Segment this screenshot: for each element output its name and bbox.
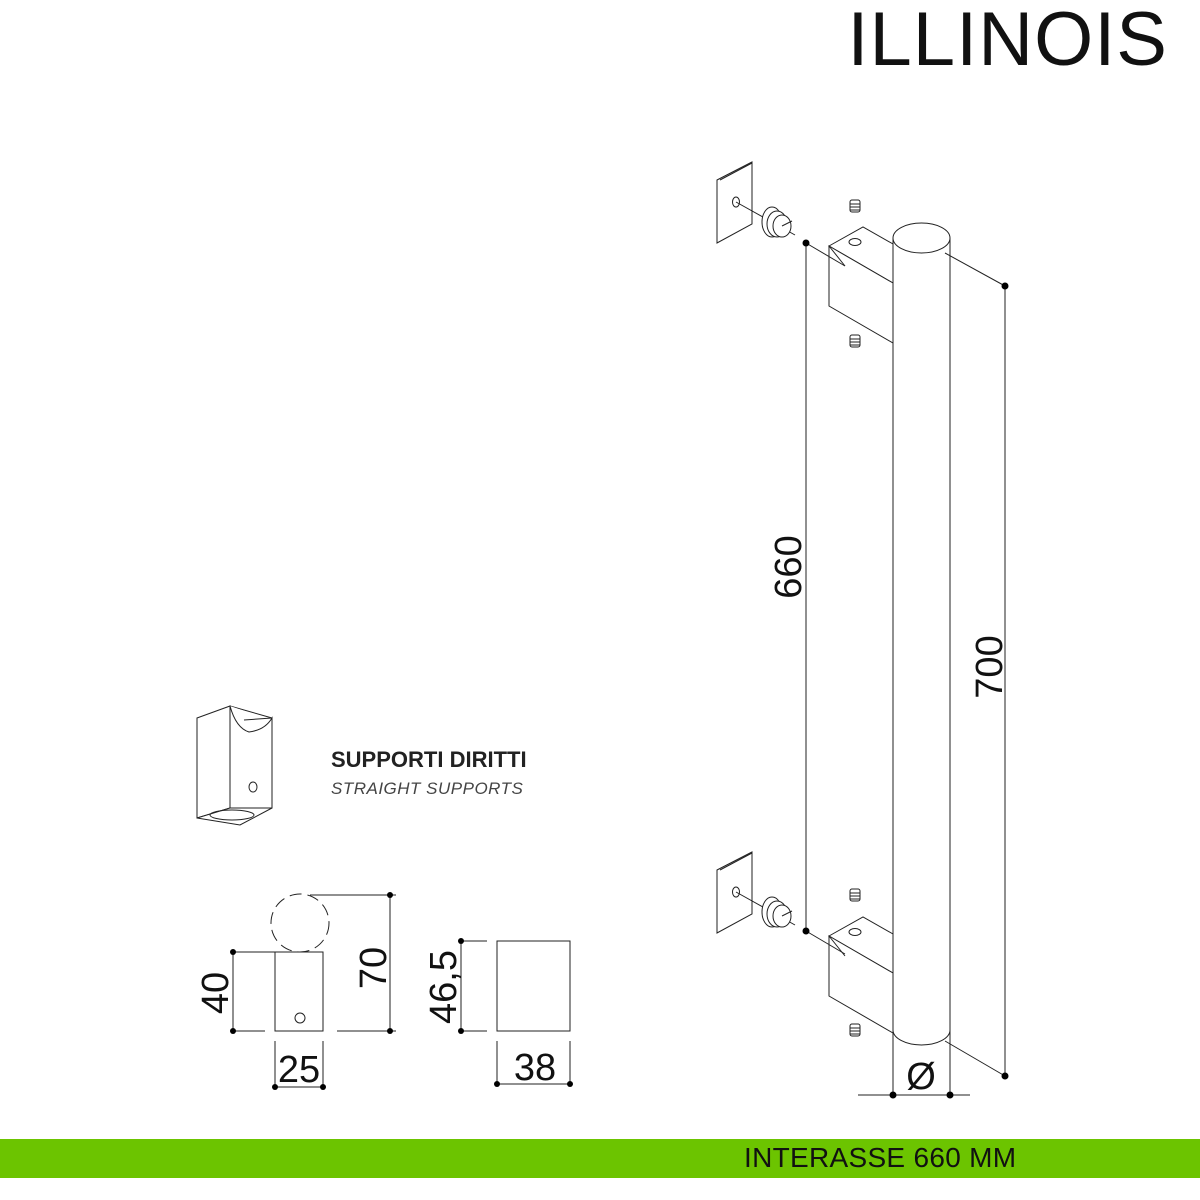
handle-tube (892, 222, 951, 1046)
dimension-660: 660 (768, 239, 846, 955)
support-side-view: 40 70 25 (195, 892, 396, 1091)
support-isometric-icon (196, 705, 273, 826)
bracket-bottom (828, 916, 894, 1034)
wall-plate-top (716, 161, 796, 244)
bracket-top (828, 226, 894, 344)
dimension-label: 38 (514, 1047, 556, 1089)
dimension-label: 70 (353, 947, 395, 989)
supports-subtitle: STRAIGHT SUPPORTS (331, 779, 524, 798)
grub-screw-icon (849, 334, 861, 348)
footer-bar: INTERASSE 660 MM (0, 1139, 1200, 1178)
grub-screw-icon (849, 888, 861, 902)
dimension-label: 25 (278, 1049, 320, 1091)
dimension-label: 700 (969, 635, 1011, 698)
diameter-symbol: Ø (906, 1056, 936, 1098)
support-front-view: 46,5 38 (423, 938, 573, 1089)
footer-label: INTERASSE 660 MM (744, 1142, 1017, 1173)
wall-plate-bottom (716, 851, 796, 934)
grub-screw-icon (849, 1023, 861, 1037)
dimension-diameter: Ø (858, 1032, 970, 1099)
supports-title: SUPPORTI DIRITTI (331, 747, 527, 772)
dimension-700: 700 (944, 252, 1011, 1080)
dimension-label: 660 (768, 535, 810, 598)
product-title: ILLINOIS (847, 0, 1168, 82)
dimension-label: 46,5 (423, 950, 465, 1024)
grub-screw-icon (849, 199, 861, 213)
dimension-label: 40 (195, 972, 237, 1014)
